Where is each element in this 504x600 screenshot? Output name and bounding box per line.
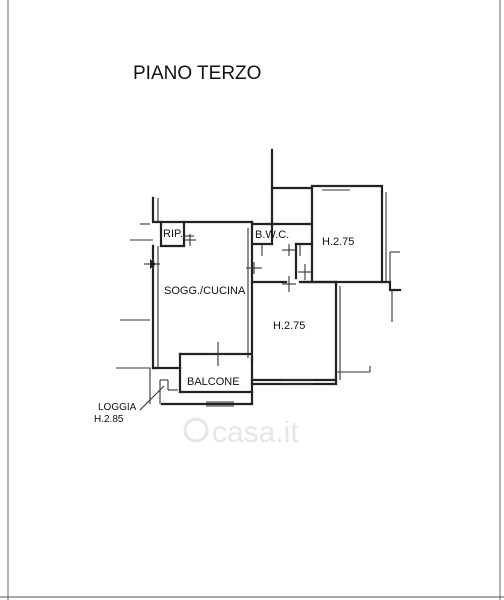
room-label-soggiorno: SOGG./CUCINA bbox=[164, 285, 246, 297]
plan-title: PIANO TERZO bbox=[133, 63, 261, 84]
room-label-balcone: BALCONE bbox=[187, 376, 240, 388]
room-label-height-1: H.2.75 bbox=[322, 236, 354, 248]
room-label-bwc: B.W.C. bbox=[255, 229, 289, 241]
watermark: casa.it bbox=[183, 416, 299, 449]
room-label-loggia-height: H.2.85 bbox=[94, 414, 124, 425]
room-label-height-2: H.2.75 bbox=[273, 320, 305, 332]
room-label-rip: RIP. bbox=[163, 228, 183, 240]
door-marks bbox=[147, 234, 312, 366]
room-label-loggia: LOGGIA bbox=[98, 402, 137, 413]
windows bbox=[206, 185, 350, 407]
loggia-leader bbox=[139, 385, 165, 411]
watermark-text: casa.it bbox=[212, 416, 299, 449]
walls bbox=[116, 148, 402, 406]
entrance-arrow-icon bbox=[144, 259, 160, 269]
